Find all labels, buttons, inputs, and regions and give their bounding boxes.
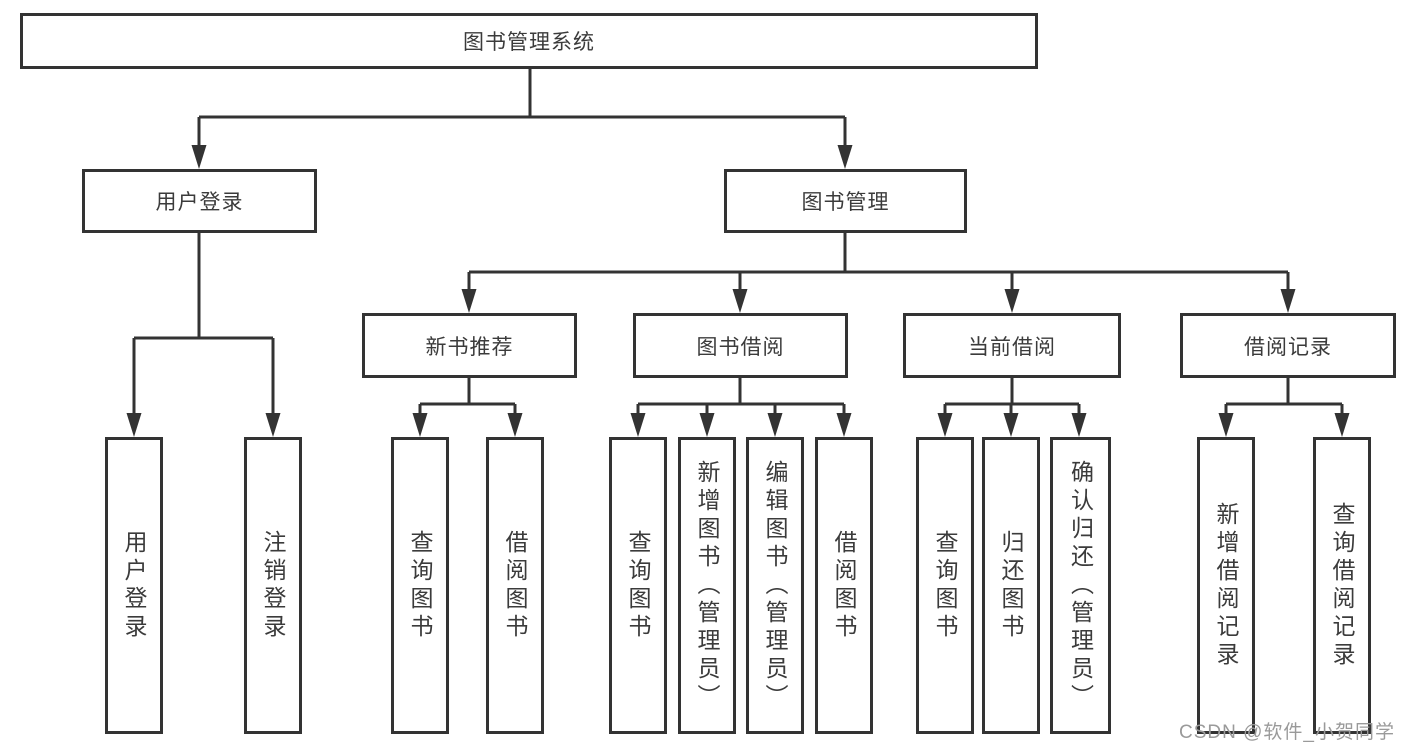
node-book-management: 图书管理 — [724, 169, 967, 233]
leaf-edit-books-admin-label: 编辑图书（管理员） — [762, 459, 788, 712]
arrowheads — [126, 145, 1350, 437]
leaf-logout: 注销登录 — [244, 437, 302, 734]
leaf-query-books-borrow-label: 查询图书 — [625, 529, 651, 642]
node-current-borrowing: 当前借阅 — [903, 313, 1121, 378]
node-user-login-label: 用户登录 — [155, 191, 244, 214]
connector-path — [132, 69, 1344, 419]
leaf-query-books-current-label: 查询图书 — [932, 529, 958, 642]
node-new-book-recommendation: 新书推荐 — [362, 313, 577, 378]
node-borrowing-records-label: 借阅记录 — [1244, 335, 1332, 359]
leaf-borrow-books-recommend-label: 借阅图书 — [502, 529, 528, 642]
leaf-borrow-books-label: 借阅图书 — [831, 529, 857, 642]
leaf-logout-label: 注销登录 — [260, 529, 286, 642]
leaf-query-books-borrow: 查询图书 — [609, 437, 667, 734]
leaf-add-borrow-record: 新增借阅记录 — [1197, 437, 1255, 734]
leaf-borrow-books-recommend: 借阅图书 — [486, 437, 544, 734]
node-user-login: 用户登录 — [82, 169, 317, 233]
leaf-confirm-return-admin-label: 确认归还（管理员） — [1067, 459, 1094, 712]
leaf-query-borrow-record-label: 查询借阅记录 — [1329, 501, 1355, 670]
leaf-return-books-label: 归还图书 — [998, 529, 1024, 642]
node-library-system: 图书管理系统 — [20, 13, 1038, 69]
node-library-system-label: 图书管理系统 — [463, 31, 595, 54]
node-new-book-recommendation-label: 新书推荐 — [425, 335, 514, 359]
leaf-return-books: 归还图书 — [982, 437, 1040, 734]
leaf-query-borrow-record: 查询借阅记录 — [1313, 437, 1371, 734]
csdn-watermark: CSDN @软件_小贺同学 — [1179, 722, 1395, 743]
leaf-query-books-recommend: 查询图书 — [391, 437, 449, 734]
leaf-user-login: 用户登录 — [105, 437, 163, 734]
leaf-add-books-admin: 新增图书（管理员） — [678, 437, 736, 734]
node-book-borrowing: 图书借阅 — [633, 313, 848, 378]
node-borrowing-records: 借阅记录 — [1180, 313, 1396, 378]
leaf-confirm-return-admin: 确认归还（管理员） — [1050, 437, 1111, 734]
leaf-add-borrow-record-label: 新增借阅记录 — [1213, 501, 1239, 670]
node-book-borrowing-label: 图书借阅 — [696, 335, 785, 359]
node-current-borrowing-label: 当前借阅 — [968, 335, 1056, 359]
leaf-user-login-label: 用户登录 — [121, 529, 147, 642]
leaf-query-books-current: 查询图书 — [916, 437, 974, 734]
leaf-borrow-books: 借阅图书 — [815, 437, 873, 734]
node-book-management-label: 图书管理 — [801, 191, 890, 214]
leaf-add-books-admin-label: 新增图书（管理员） — [694, 459, 720, 712]
leaf-edit-books-admin: 编辑图书（管理员） — [746, 437, 804, 734]
leaf-query-books-recommend-label: 查询图书 — [407, 529, 433, 642]
